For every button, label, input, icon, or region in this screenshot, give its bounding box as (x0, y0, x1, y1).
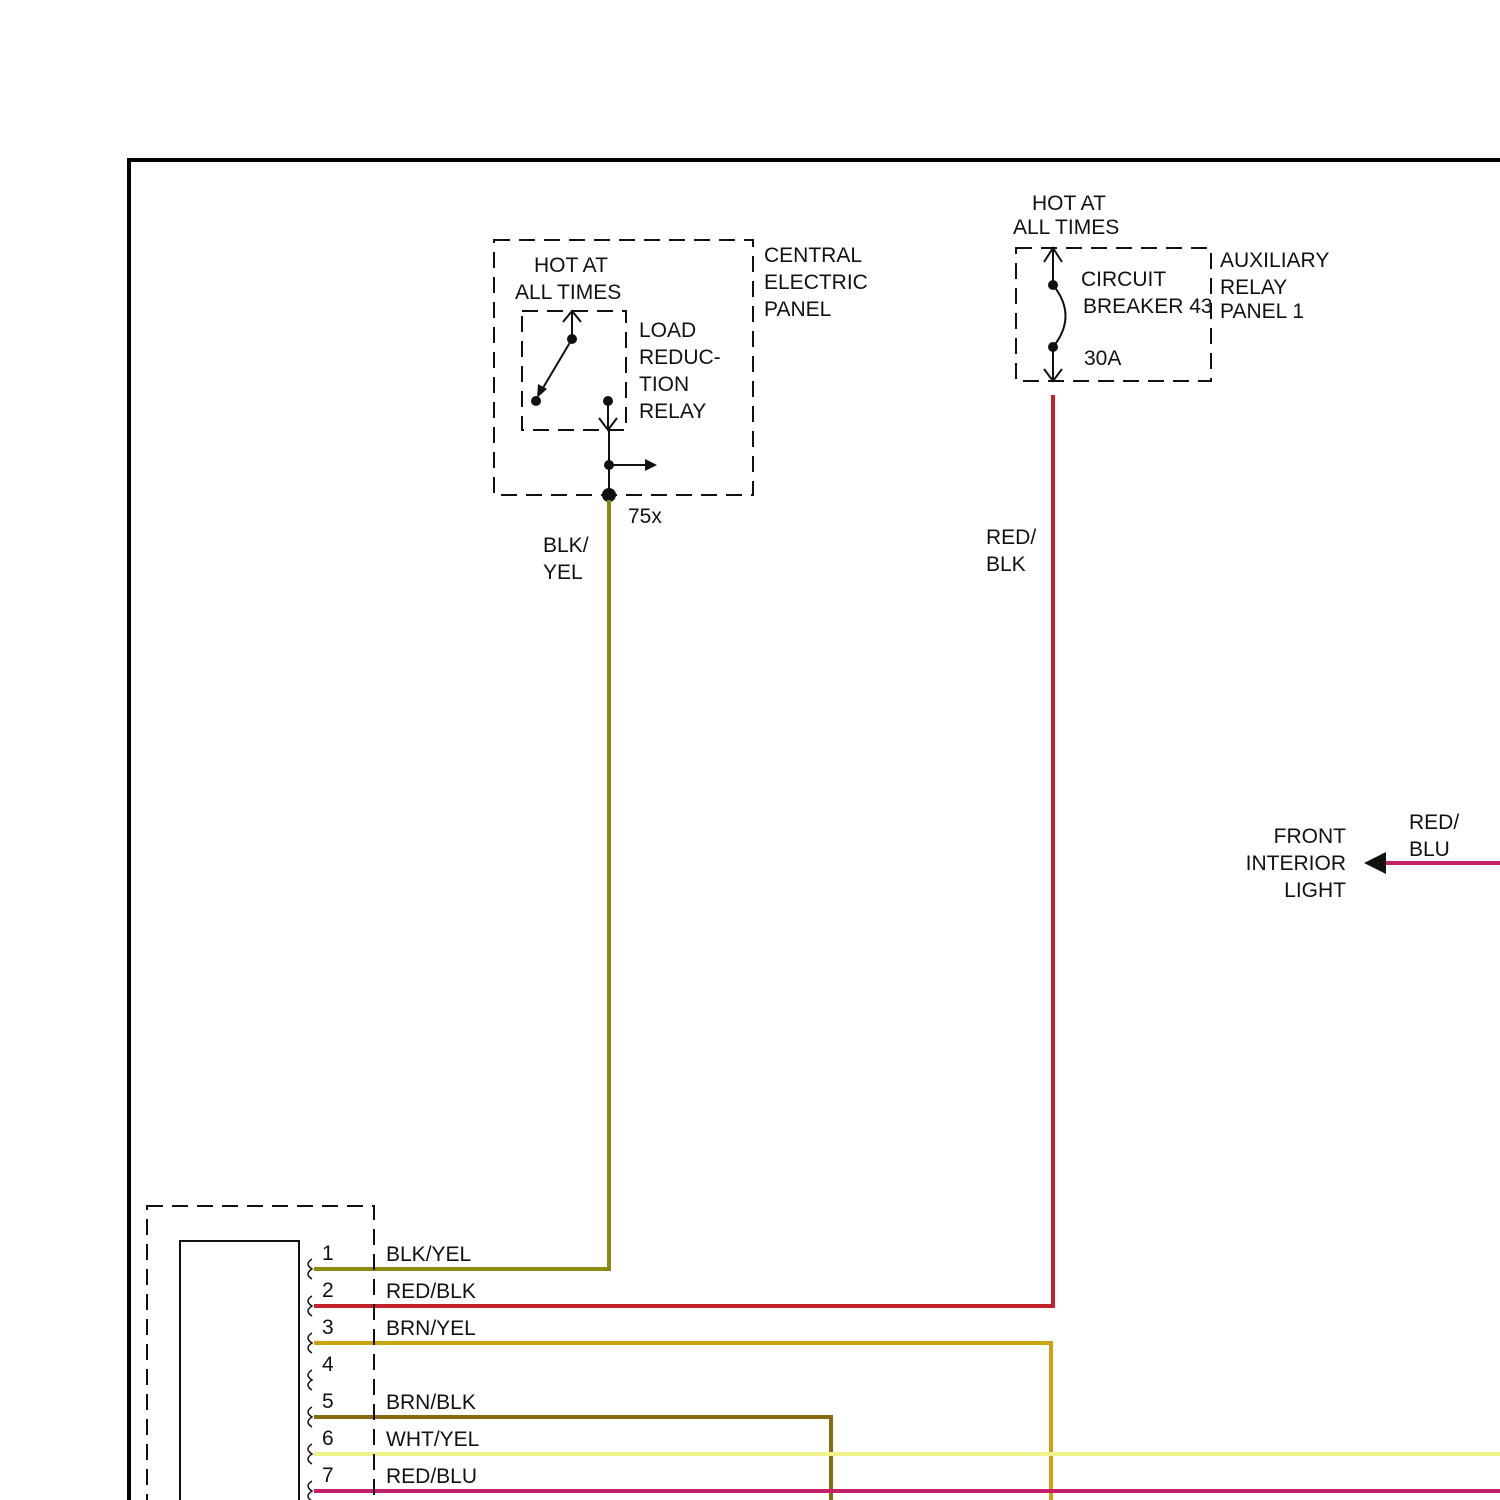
wire-label-red-blk-2: BLK (986, 553, 1026, 576)
connector-pin-terminal (308, 1370, 312, 1390)
breaker-label-2: BREAKER 43 (1083, 295, 1213, 318)
pin-wire-label: RED/BLU (386, 1465, 477, 1488)
wire-blk-yel (314, 500, 609, 1269)
central-panel-label-2: ELECTRIC (764, 271, 868, 294)
connector-pin-terminal (308, 1259, 312, 1279)
front-light-arrow-icon (1364, 852, 1386, 874)
front-light-label-3: LIGHT (1284, 879, 1346, 902)
aux-hot-line2: ALL TIMES (1013, 216, 1119, 239)
relay-label-2: REDUC- (639, 346, 721, 369)
aux-panel-label-2: RELAY (1220, 276, 1287, 299)
pin-wire-label: BRN/YEL (386, 1317, 476, 1340)
wire-label-red-blu-1: RED/ (1409, 811, 1459, 834)
relay-label-3: TION (639, 373, 689, 396)
connector-pin-terminal (308, 1444, 312, 1464)
pin-number: 7 (322, 1464, 334, 1487)
aux-panel-label-1: AUXILIARY (1220, 249, 1329, 272)
wire-label-red-blk-1: RED/ (986, 526, 1036, 549)
wire-red-blk (314, 395, 1053, 1306)
pin-wire-label: BLK/YEL (386, 1243, 471, 1266)
breaker-label-1: CIRCUIT (1081, 268, 1166, 291)
pin-wire-label: WHT/YEL (386, 1428, 479, 1451)
connector-pin-terminal (308, 1333, 312, 1353)
central-panel-output (602, 430, 657, 502)
pin-number: 4 (322, 1353, 334, 1376)
aux-hot-line1: HOT AT (1032, 192, 1106, 215)
wire-label-blk-yel-1: BLK/ (543, 534, 589, 557)
pin-wire-label: BRN/BLK (386, 1391, 476, 1414)
wire-label-red-blu-2: BLU (1409, 838, 1450, 861)
relay-label-4: RELAY (639, 400, 706, 423)
central-panel-label-1: CENTRAL (764, 244, 862, 267)
central-hot-line2: ALL TIMES (515, 281, 621, 304)
pin-number: 3 (322, 1316, 334, 1339)
central-panel-label-3: PANEL (764, 298, 831, 321)
connector-pin-terminal (308, 1296, 312, 1316)
connector-pin-terminal (308, 1481, 312, 1500)
pin-number: 5 (322, 1390, 334, 1413)
terminal-75x-label: 75x (628, 505, 662, 528)
relay-label-1: LOAD (639, 319, 696, 342)
circuit-breaker-icon (1044, 248, 1066, 381)
aux-panel-label-3: PANEL 1 (1220, 300, 1304, 323)
front-light-label-2: INTERIOR (1246, 852, 1346, 875)
front-light-label-1: FRONT (1274, 825, 1346, 848)
relay-switch-icon (531, 311, 617, 430)
module-body (180, 1241, 299, 1500)
wires (314, 395, 1500, 1500)
pin-number: 2 (322, 1279, 334, 1302)
load-reduction-relay-box (522, 311, 626, 430)
pin-number: 6 (322, 1427, 334, 1450)
connector-pins: 1 BLK/YEL 2 RED/BLK 3 BRN/YEL 4 5 BRN/BLK 6 WHT/YE… (308, 1242, 479, 1500)
wire-label-blk-yel-2: YEL (543, 561, 583, 584)
connector-pin-terminal (308, 1407, 312, 1427)
central-hot-line1: HOT AT (534, 254, 608, 277)
pin-wire-label: RED/BLK (386, 1280, 476, 1303)
pin-number: 1 (322, 1242, 334, 1265)
breaker-rating: 30A (1084, 347, 1121, 370)
